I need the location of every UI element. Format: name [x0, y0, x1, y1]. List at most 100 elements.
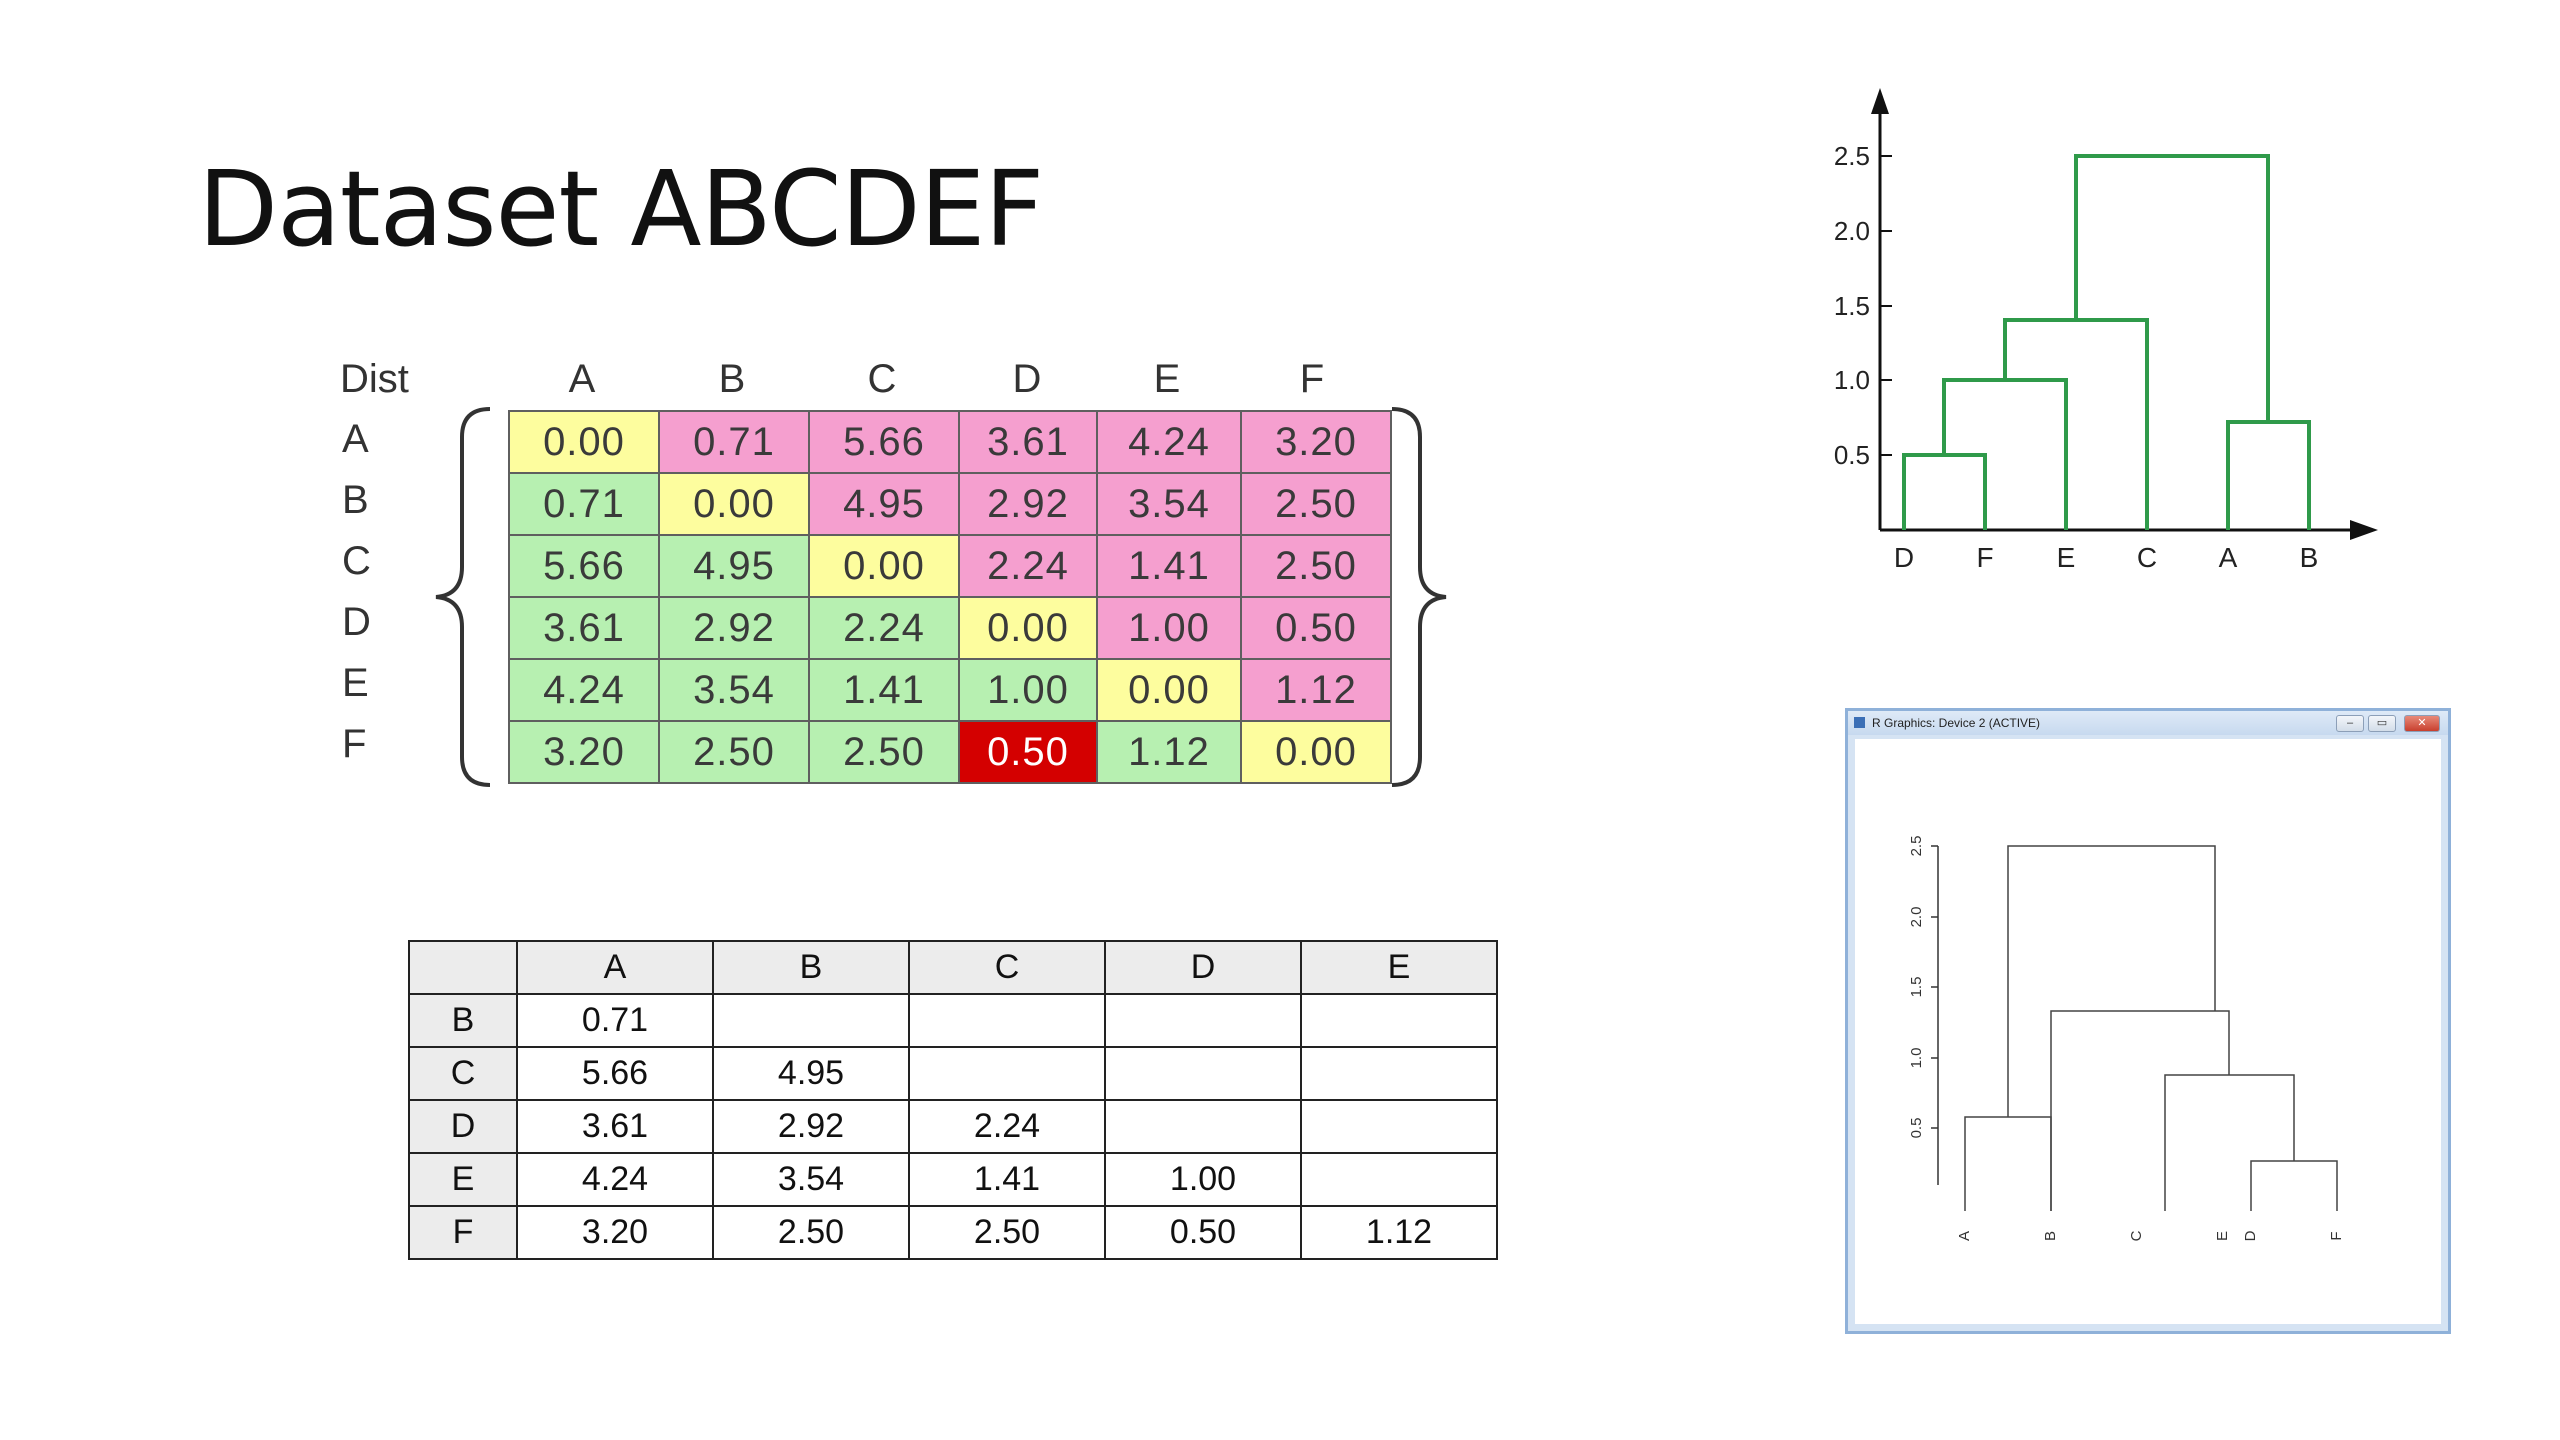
table-col-header: A: [516, 940, 714, 995]
right-brace: [1391, 407, 1447, 787]
r-y-tick-label: 0.5: [1908, 1118, 1925, 1139]
table-cell: 3.20: [516, 1205, 714, 1260]
table-header-row: A B C D E: [408, 940, 1498, 995]
table-cell: [1300, 1046, 1498, 1101]
matrix-col-header: D: [1012, 357, 1042, 401]
table-row-header: C: [408, 1046, 518, 1101]
table-row: D 3.61 2.92 2.24: [408, 1099, 1498, 1154]
table-corner: [408, 940, 518, 995]
matrix-cell: 5.66: [810, 412, 958, 472]
y-tick-label: 1.5: [1834, 291, 1870, 321]
leaf-label: A: [2219, 542, 2238, 573]
table-cell: 2.24: [908, 1099, 1106, 1154]
matrix-grid: 0.00 0.71 5.66 3.61 4.24 3.20 0.71 0.00 …: [508, 410, 1392, 784]
matrix-cell: 4.24: [510, 660, 658, 720]
matrix-row-header: E: [342, 661, 369, 705]
table-cell: 2.50: [712, 1205, 910, 1260]
r-merge-root: [2007, 845, 2216, 1117]
matrix-row-header: C: [342, 539, 371, 583]
table-cell: [1300, 1099, 1498, 1154]
matrix-col-header: A: [568, 357, 596, 401]
matrix-cell: 3.20: [510, 722, 658, 782]
merge-dfe-c: [2003, 318, 2149, 530]
r-merge-d-f: [2250, 1160, 2338, 1211]
matrix-cell: 2.24: [960, 536, 1096, 596]
r-y-tick-label: 2.0: [1908, 907, 1925, 928]
r-leaf-label: F: [2328, 1231, 2345, 1240]
r-dendrogram: 2.5 2.0 1.5 1.0 0.5 A B C E D F: [1908, 836, 2345, 1242]
table-cell: 3.61: [516, 1099, 714, 1154]
leaf-label: E: [2057, 542, 2076, 573]
table-cell: 0.71: [516, 993, 714, 1048]
y-tick-label: 2.0: [1834, 216, 1870, 246]
matrix-row-header: F: [342, 722, 367, 766]
matrix-cell: 2.92: [660, 598, 808, 658]
merge-root: [2074, 154, 2270, 422]
matrix-cell: 4.95: [810, 474, 958, 534]
matrix-cell: 4.95: [660, 536, 808, 596]
minimize-button[interactable]: –: [2336, 715, 2364, 732]
table-row: E 4.24 3.54 1.41 1.00: [408, 1152, 1498, 1207]
x-axis-arrow: [2350, 520, 2378, 540]
table-cell: 1.12: [1300, 1205, 1498, 1260]
table-row-header: B: [408, 993, 518, 1048]
table-cell: 1.41: [908, 1152, 1106, 1207]
matrix-row-header: A: [342, 417, 369, 461]
matrix-cell: 0.00: [1242, 722, 1390, 782]
r-merge-a-b: [1964, 1116, 2052, 1211]
y-tick-label: 2.5: [1834, 141, 1870, 171]
green-dendrogram: 2.5 2.0 1.5 1.0 0.5 D F E C A B: [1834, 88, 2378, 573]
matrix-cell: 2.92: [960, 474, 1096, 534]
matrix-cell: 0.50: [1242, 598, 1390, 658]
r-leaf-label: D: [2242, 1230, 2259, 1241]
matrix-corner-label: Dist: [340, 357, 409, 401]
table-col-header: E: [1300, 940, 1498, 995]
matrix-cell: 1.00: [960, 660, 1096, 720]
matrix-cell: 1.12: [1242, 660, 1390, 720]
table-cell: [1104, 1046, 1302, 1101]
close-button[interactable]: ✕: [2404, 715, 2440, 732]
table-row-header: E: [408, 1152, 518, 1207]
table-cell: 4.24: [516, 1152, 714, 1207]
merge-a-b: [2226, 420, 2311, 530]
table-row-header: D: [408, 1099, 518, 1154]
matrix-col-header: B: [718, 357, 746, 401]
matrix-row-header: D: [342, 600, 371, 644]
window-titlebar[interactable]: R Graphics: Device 2 (ACTIVE) – ▭ ✕: [1848, 711, 2448, 735]
matrix-cell: 2.24: [810, 598, 958, 658]
matrix-cell: 2.50: [810, 722, 958, 782]
matrix-cell: 3.20: [1242, 412, 1390, 472]
matrix-cell: 2.50: [660, 722, 808, 782]
matrix-col-header: C: [867, 357, 897, 401]
matrix-cell: 0.71: [660, 412, 808, 472]
matrix-cell: 0.00: [510, 412, 658, 472]
matrix-cell: 3.61: [960, 412, 1096, 472]
maximize-button[interactable]: ▭: [2368, 715, 2396, 732]
r-y-tick-label: 2.5: [1908, 836, 1925, 857]
table-row: F 3.20 2.50 2.50 0.50 1.12: [408, 1205, 1498, 1260]
table-cell: 2.92: [712, 1099, 910, 1154]
y-tick-label: 0.5: [1834, 440, 1870, 470]
table-cell: 0.50: [1104, 1205, 1302, 1260]
r-app-icon: [1854, 717, 1865, 728]
matrix-cell: 2.50: [1242, 536, 1390, 596]
r-y-tick-label: 1.0: [1908, 1048, 1925, 1069]
table-cell: 5.66: [516, 1046, 714, 1101]
table-col-header: B: [712, 940, 910, 995]
matrix-cell: 4.24: [1098, 412, 1240, 472]
matrix-cell: 3.54: [660, 660, 808, 720]
r-graphics-window[interactable]: R Graphics: Device 2 (ACTIVE) – ▭ ✕ 2.5 …: [1845, 708, 2451, 1334]
matrix-cell: 1.00: [1098, 598, 1240, 658]
matrix-cell: 1.41: [1098, 536, 1240, 596]
r-leaf-label: B: [2042, 1231, 2059, 1241]
matrix-cell: 3.54: [1098, 474, 1240, 534]
r-merge-c-edf: [2050, 1010, 2230, 1211]
matrix-cell: 0.00: [1098, 660, 1240, 720]
table-cell: [1104, 993, 1302, 1048]
matrix-cell: 0.00: [660, 474, 808, 534]
table-cell: [908, 993, 1106, 1048]
matrix-cell: 5.66: [510, 536, 658, 596]
merge-d-f: [1902, 453, 1987, 530]
table-col-header: C: [908, 940, 1106, 995]
lower-triangle-table: A B C D E B 0.71 C 5.66 4.95 D 3.61 2.92…: [408, 940, 1498, 1260]
